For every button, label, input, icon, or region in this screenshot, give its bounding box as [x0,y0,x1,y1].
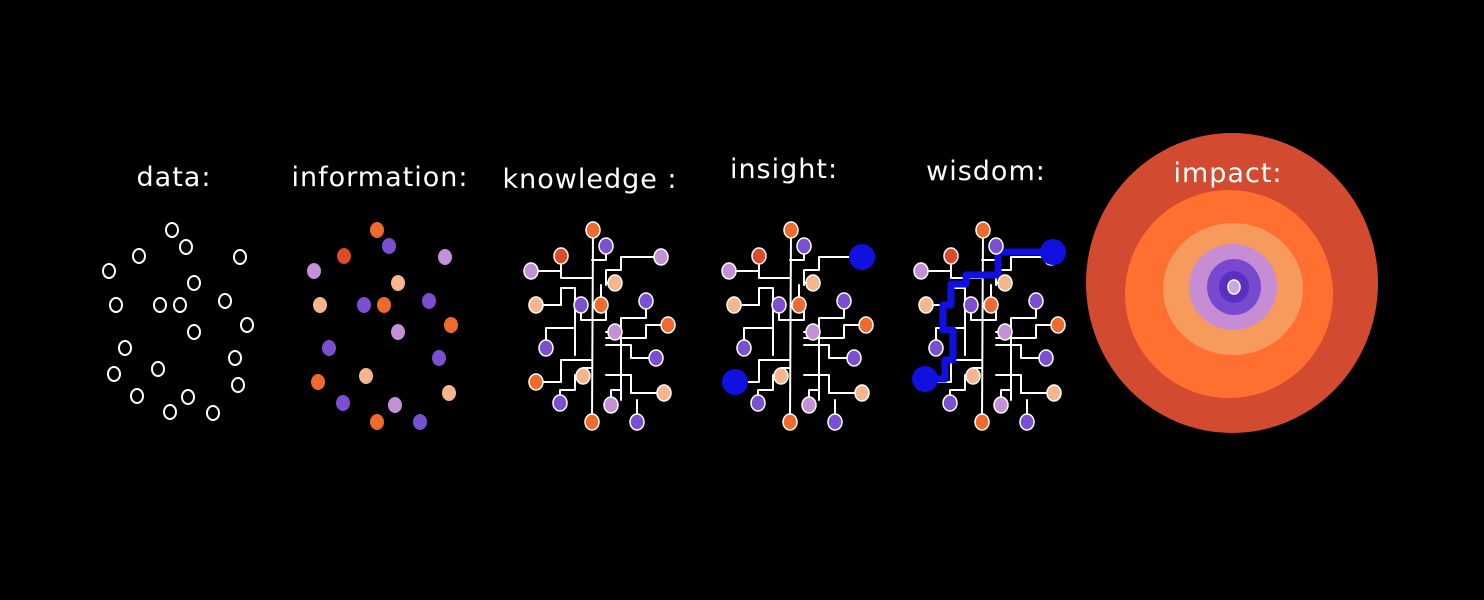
network-node [802,397,816,413]
network-node [661,317,675,333]
information-dot [432,350,446,366]
network-node [608,324,622,340]
network-node [599,238,613,254]
information-dot [422,293,436,309]
network-node [1051,317,1065,333]
network-node [772,297,786,313]
network-node [944,248,958,264]
network-node [943,395,957,411]
network-node [751,395,765,411]
network-node [1039,350,1053,366]
information-dot [377,297,391,313]
label-knowledge: knowledge : [502,164,677,195]
network-node [553,395,567,411]
information-dot [337,248,351,264]
label-insight: insight: [730,154,838,185]
network-node [859,317,873,333]
information-dot [311,374,325,390]
insight-node [849,244,875,270]
network-node [554,248,568,264]
network-node [594,297,608,313]
network-node [576,368,590,384]
network-node [989,238,1003,254]
insight-node [1040,239,1066,265]
network-node [649,350,663,366]
network-node [919,297,933,313]
information-dot [391,324,405,340]
network-node [797,238,811,254]
network-node [847,350,861,366]
network-node [929,340,943,356]
information-dot [388,397,402,413]
network-node [524,263,538,279]
information-dot [336,395,350,411]
information-dot [382,238,396,254]
information-dot [370,414,384,430]
network-node [783,414,797,430]
label-impact: impact: [1173,158,1282,189]
insight-node [912,366,938,392]
network-node [529,297,543,313]
network-node [657,385,671,401]
information-dot [370,222,384,238]
network-node [828,414,842,430]
label-wisdom: wisdom: [926,156,1046,187]
network-node [806,324,820,340]
network-node [984,297,998,313]
network-node [792,297,806,313]
insight-node [722,369,748,395]
network-node [998,275,1012,291]
network-node [529,374,543,390]
information-dot [307,263,321,279]
network-node [837,293,851,309]
label-information: information: [292,162,469,193]
network-node [806,275,820,291]
network-node [585,414,599,430]
network-node [539,340,553,356]
network-node [998,324,1012,340]
label-data: data: [137,162,212,193]
network-node [1047,385,1061,401]
information-dot [359,368,373,384]
network-node [914,263,928,279]
network-node [654,249,668,265]
information-dot [438,249,452,265]
network-node [964,297,978,313]
network-link [592,230,593,420]
information-dot [357,297,371,313]
network-node [630,414,644,430]
network-node [727,297,741,313]
network-node [722,263,736,279]
network-link [982,230,983,420]
network-node [855,385,869,401]
network-node [737,340,751,356]
network-node [639,293,653,309]
information-dot [313,297,327,313]
network-node [1020,414,1034,430]
information-dot [413,414,427,430]
network-node [774,368,788,384]
network-node [608,275,622,291]
network-node [994,397,1008,413]
network-node [975,414,989,430]
information-dot [322,340,336,356]
impact-center [1228,280,1240,294]
network-node [574,297,588,313]
information-dot [444,317,458,333]
network-link [790,230,791,420]
information-dot [442,385,456,401]
network-node [976,222,990,238]
network-node [966,368,980,384]
information-dot [391,275,405,291]
network-node [752,248,766,264]
network-node [784,222,798,238]
network-node [1029,293,1043,309]
network-node [586,222,600,238]
network-node [604,397,618,413]
